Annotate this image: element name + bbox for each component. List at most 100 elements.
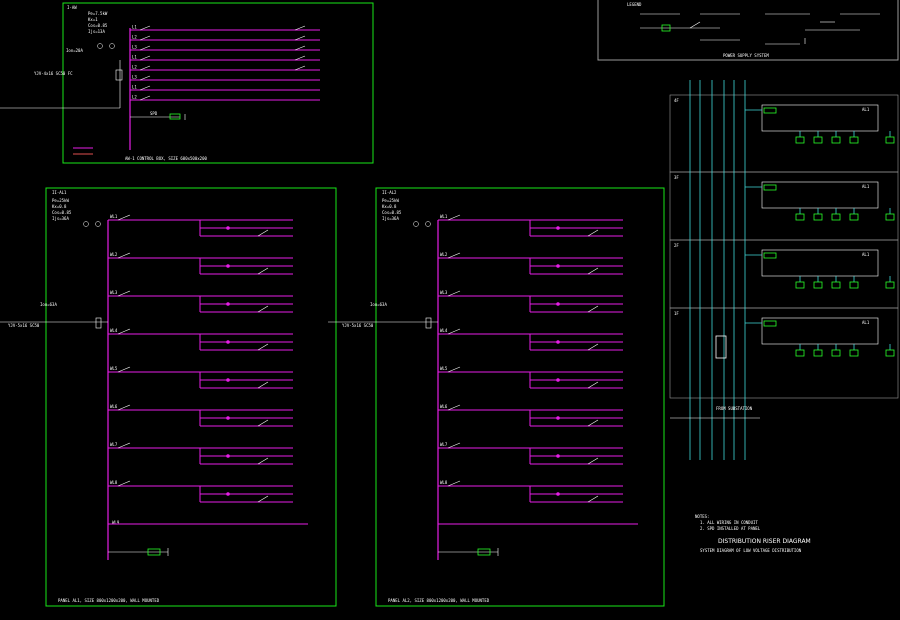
riser-outlet xyxy=(831,213,841,221)
right-load-symbol xyxy=(587,343,599,351)
left-load-symbol xyxy=(257,229,269,237)
panel-right-header-2: Kx=0.8 xyxy=(382,204,397,209)
left-junction-dot xyxy=(226,340,230,344)
left-junction-dot xyxy=(226,264,230,268)
right-circuit-id: WL7 xyxy=(440,442,448,447)
panel-top-spd-label: SPD xyxy=(150,111,158,116)
top-load-symbol xyxy=(294,25,306,31)
riser-junction-box xyxy=(715,335,727,359)
left-load-symbol xyxy=(257,343,269,351)
riser-distribution-box xyxy=(761,249,879,277)
panel-top-incoming-0: Ion=20A xyxy=(66,48,83,53)
top-meter-2 xyxy=(109,43,115,49)
right-circuit-row: WL4 xyxy=(438,328,623,351)
left-main-breaker xyxy=(95,317,102,329)
left-circuit-id: WL5 xyxy=(110,366,118,371)
right-junction-dot xyxy=(556,454,560,458)
top-load-symbol xyxy=(294,45,306,51)
left-circuit-id: WL3 xyxy=(110,290,118,295)
right-breaker-symbol xyxy=(447,290,461,297)
top-load-symbol xyxy=(294,55,306,61)
right-junction-dot xyxy=(556,416,560,420)
left-breaker-symbol xyxy=(117,404,131,411)
right-load-symbol xyxy=(587,267,599,275)
right-spd-device xyxy=(477,548,491,556)
left-breaker-symbol xyxy=(117,328,131,335)
top-breaker-symbol xyxy=(139,95,151,101)
left-circuit-id: WL1 xyxy=(110,214,118,219)
left-load-symbol xyxy=(257,457,269,465)
right-circuit-row: WL8 xyxy=(438,480,623,503)
panel-top-header-3: Cos=0.85 xyxy=(88,23,108,28)
riser-supply-note: FROM SUBSTATION xyxy=(716,406,753,411)
right-circuit-row: WL6 xyxy=(438,404,623,427)
left-junction-dot xyxy=(226,454,230,458)
left-circuit-id: WL4 xyxy=(110,328,118,333)
right-main-breaker xyxy=(425,317,432,329)
panel-left-incoming-1: YJV-5x16 SC50 xyxy=(8,323,40,328)
panel-right-header-4: Ijs=36A xyxy=(382,216,399,221)
left-circuit-id: WL8 xyxy=(110,480,118,485)
left-junction-dot xyxy=(226,302,230,306)
panel-top-incoming-1: YJV-4x16 SC50 FC xyxy=(34,71,73,76)
right-circuit-row: WL3 xyxy=(438,290,623,313)
top-spd-device xyxy=(169,113,181,120)
riser-outlet xyxy=(813,213,823,221)
legend-symbols xyxy=(640,13,880,45)
left-circuit-id: WL7 xyxy=(110,442,118,447)
riser-outlet xyxy=(795,281,805,289)
riser-distribution-box xyxy=(761,104,879,132)
right-circuit-row: WL7 xyxy=(438,442,623,465)
panel-left-header-0: II-AL1 xyxy=(52,190,67,195)
panel-right-header-3: Cos=0.85 xyxy=(382,210,402,215)
right-load-symbol xyxy=(587,305,599,313)
notes-line-1: 1. ALL WIRING IN CONDUIT xyxy=(700,520,758,525)
panel-left-frame xyxy=(45,187,337,607)
riser-distribution-box xyxy=(761,181,879,209)
riser-box-breaker xyxy=(763,107,777,114)
riser-box-label: AL1 xyxy=(862,252,870,257)
panel-left-incoming-0: Ion=63A xyxy=(40,302,57,307)
top-breaker-symbol xyxy=(139,65,151,71)
left-meter-2 xyxy=(95,221,101,227)
left-junction-dot xyxy=(226,378,230,382)
riser-outlet xyxy=(849,213,859,221)
riser-floor-cell xyxy=(669,307,899,399)
top-load-symbol xyxy=(294,35,306,41)
riser-outlet xyxy=(813,349,823,357)
right-breaker-symbol xyxy=(447,404,461,411)
riser-outlet xyxy=(831,349,841,357)
right-junction-dot xyxy=(556,302,560,306)
riser-distribution-box xyxy=(761,317,879,345)
left-breaker-symbol xyxy=(117,252,131,259)
panel-right-header-0: II-AL2 xyxy=(382,190,397,195)
top-breaker-symbol xyxy=(139,35,151,41)
left-junction-dot xyxy=(226,226,230,230)
left-load-symbol xyxy=(257,267,269,275)
panel-top-header-4: Ijs=13A xyxy=(88,29,105,34)
notes-line-2: 2. SPD INSTALLED AT PANEL xyxy=(700,526,761,531)
riser-floor-label: 2F xyxy=(674,243,679,248)
riser-outlet xyxy=(831,281,841,289)
right-load-symbol xyxy=(587,457,599,465)
right-load-symbol xyxy=(587,381,599,389)
panel-left-header-1: Pe=25kW xyxy=(52,198,69,203)
top-meter-1 xyxy=(97,43,103,49)
right-circuit-id: WL8 xyxy=(440,480,448,485)
right-load-symbol xyxy=(587,229,599,237)
top-breaker-symbol xyxy=(139,45,151,51)
left-load-symbol xyxy=(257,305,269,313)
legend-frame xyxy=(597,0,899,61)
panel-top: I-AW Pe=7.5kW Kx=1 Cos=0.85 Ijs=13A Ion=… xyxy=(0,2,374,164)
left-breaker-symbol xyxy=(117,366,131,373)
riser-box-breaker xyxy=(763,320,777,327)
left-breaker-symbol xyxy=(117,442,131,449)
top-load-symbol xyxy=(294,65,306,71)
notes-subtitle: SYSTEM DIAGRAM OF LOW VOLTAGE DISTRIBUTI… xyxy=(700,548,802,553)
riser-box-label: AL1 xyxy=(862,320,870,325)
top-circuit-id: L1 xyxy=(132,85,137,90)
